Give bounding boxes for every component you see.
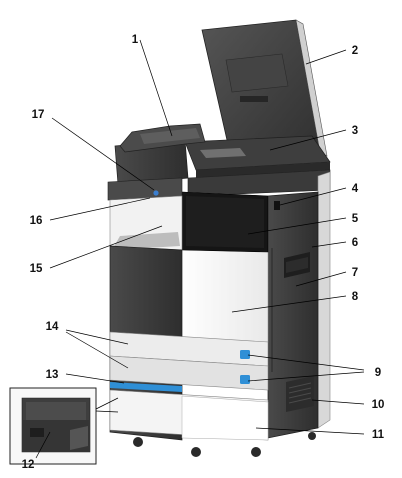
callout-13: 13 [46, 369, 59, 381]
leader-17 [51, 117, 155, 191]
callout-16: 16 [30, 215, 43, 227]
right-side-panel [267, 171, 331, 439]
callout-4: 4 [352, 183, 359, 195]
callout-17: 17 [32, 109, 45, 121]
leader-15 [49, 225, 163, 269]
leader-5 [247, 217, 347, 235]
callout-2: 2 [352, 45, 358, 57]
callout-5: 5 [352, 213, 359, 225]
tray-handle-icons [240, 350, 250, 384]
callout-15: 15 [30, 263, 43, 275]
leader-14b [65, 331, 129, 369]
callout-8: 8 [352, 291, 359, 303]
callout-12: 12 [22, 459, 35, 471]
callout-14: 14 [46, 321, 59, 333]
leader-3 [269, 129, 347, 151]
callout-11: 11 [372, 429, 385, 441]
callout-6: 6 [352, 237, 358, 249]
scanner-unit [114, 123, 331, 197]
leader-13 [65, 373, 125, 384]
callout-10: 10 [372, 399, 385, 411]
ventilation-grille [286, 376, 314, 412]
leader-16 [49, 197, 151, 221]
callout-3: 3 [352, 125, 358, 137]
lower-front-cover [109, 389, 316, 457]
leader-8 [231, 295, 347, 313]
leader-14a [65, 329, 129, 345]
inset-detail [9, 387, 119, 465]
leader-lines [35, 39, 365, 459]
front-cover [179, 191, 269, 343]
leader-6 [311, 241, 347, 248]
leader-10 [311, 399, 365, 405]
leader-2 [305, 49, 347, 65]
leader-1 [139, 39, 173, 137]
adf-lid-open [201, 19, 328, 163]
callout-1: 1 [132, 34, 139, 46]
leader-7 [295, 271, 347, 287]
callout-9: 9 [375, 367, 381, 379]
callout-labels: 1 2 3 4 5 6 7 8 9 10 11 12 13 14 15 16 1… [22, 34, 385, 471]
callout-7: 7 [352, 267, 358, 279]
leader-4 [279, 187, 347, 206]
leader-9a [247, 354, 365, 371]
leader-11 [255, 427, 365, 435]
leader-9b [247, 371, 365, 382]
paper-trays [109, 331, 269, 392]
leader-12 [35, 431, 51, 459]
platen-glass [184, 135, 331, 178]
